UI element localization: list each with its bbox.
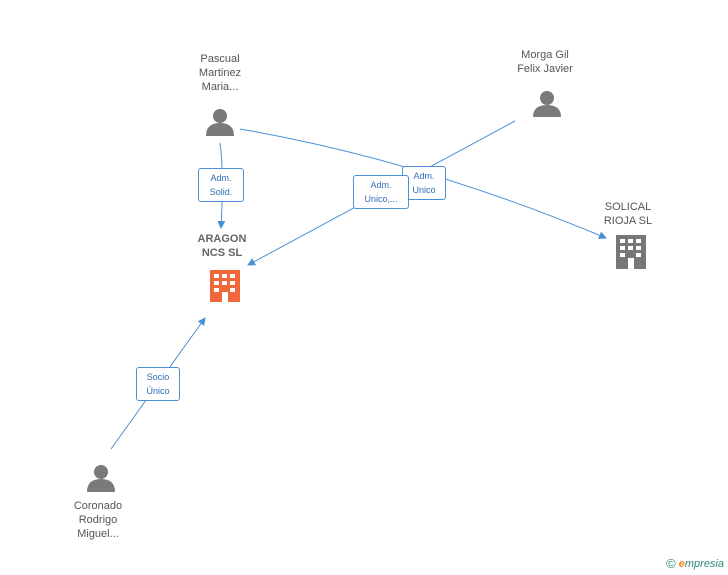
- person-icon[interactable]: [87, 465, 115, 492]
- edge-label-socio-unico[interactable]: Socio Único: [136, 367, 180, 401]
- copyright-symbol: ©: [666, 556, 676, 571]
- node-label-pascual[interactable]: Pascual Martinez Maria...: [198, 53, 242, 93]
- person-icon[interactable]: [206, 109, 234, 136]
- building-icon[interactable]: [210, 270, 240, 302]
- empresia-logo[interactable]: empresia: [678, 557, 724, 570]
- building-icon[interactable]: [616, 235, 646, 269]
- node-label-aragon[interactable]: ARAGON NCS SL: [197, 233, 247, 259]
- node-label-solical[interactable]: SOLICAL RIOJA SL: [603, 201, 653, 227]
- edge-label-adm-unico[interactable]: Adm. Unico: [402, 166, 446, 200]
- node-label-coronado[interactable]: Coronado Rodrigo Miguel...: [73, 500, 123, 540]
- node-label-morga[interactable]: Morga Gil Felix Javier: [517, 49, 573, 75]
- person-icon[interactable]: [533, 91, 561, 117]
- edge-label-adm-unico-dots[interactable]: Adm. Unico,...: [353, 175, 409, 209]
- brand-footer: © empresia: [666, 556, 724, 571]
- edge-label-adm-solid[interactable]: Adm. Solid.: [198, 168, 244, 202]
